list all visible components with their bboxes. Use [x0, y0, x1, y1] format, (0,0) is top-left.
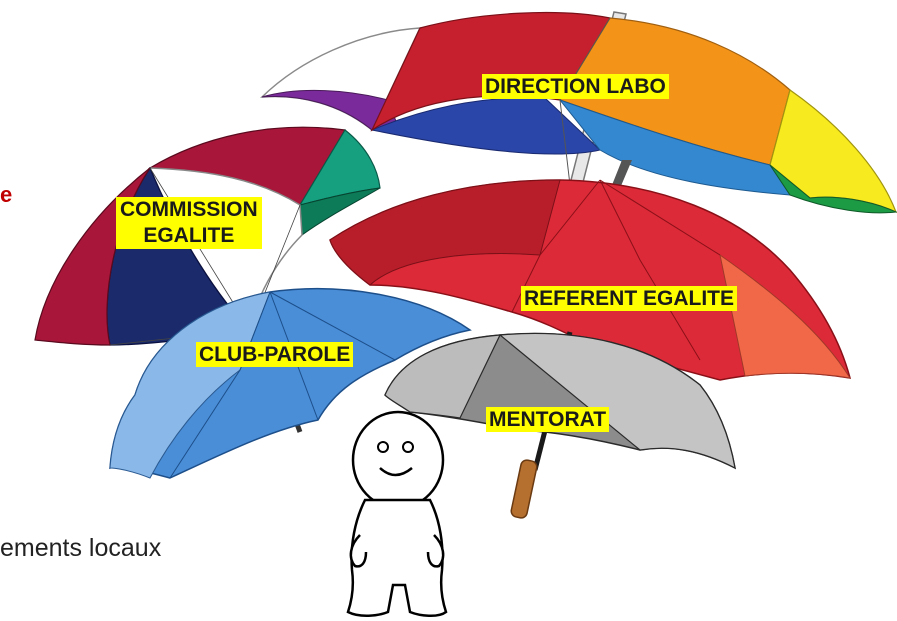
referent-egalite-umbrella: [329, 160, 852, 381]
club-parole-umbrella: [109, 288, 472, 479]
label-direction-labo: DIRECTION LABO: [482, 74, 669, 99]
label-commission-egalite: COMMISSION EGALITE: [116, 197, 262, 249]
label-commission-line1: COMMISSION: [120, 198, 258, 221]
label-referent-egalite: REFERENT EGALITE: [521, 286, 738, 311]
label-mentorat: MENTORAT: [486, 407, 610, 432]
label-club-parole: CLUB-PAROLE: [196, 342, 354, 367]
red-text-fragment: e: [0, 182, 13, 207]
stick-figure: [346, 410, 448, 617]
mentorat-umbrella: [384, 331, 737, 519]
direction-labo-umbrella: [259, 11, 897, 214]
label-commission-line2: EGALITE: [143, 224, 235, 247]
body-text-fragment: ements locaux: [0, 534, 162, 562]
